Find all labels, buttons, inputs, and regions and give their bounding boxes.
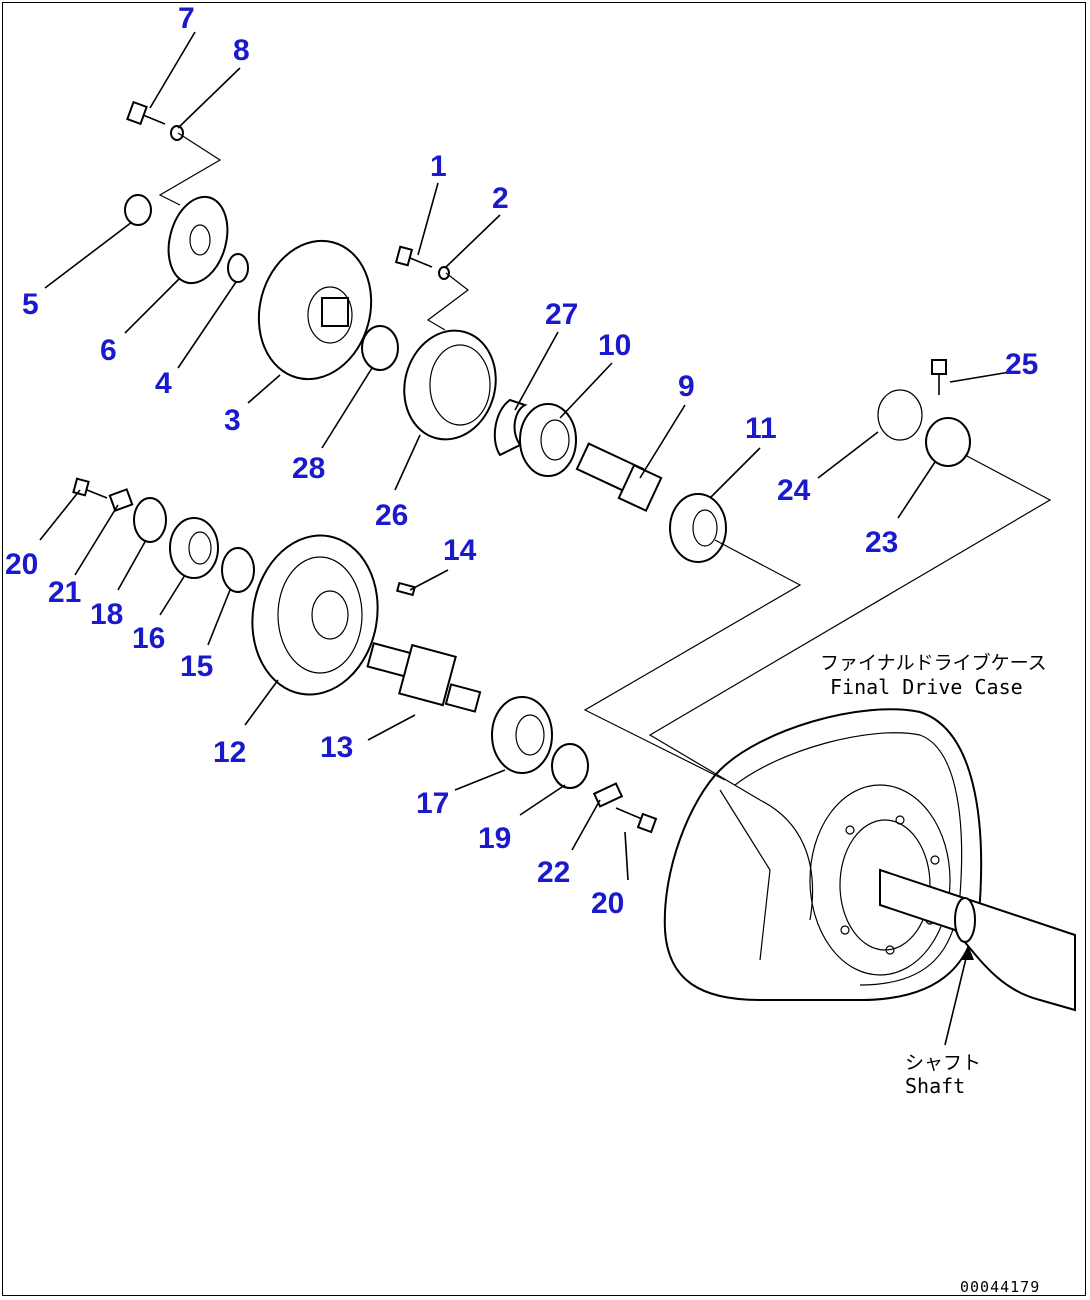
label-shaft-en: Shaft [905,1074,965,1098]
callout-6: 6 [100,334,117,367]
part-26-cage [403,329,497,441]
callout-4: 4 [155,367,172,400]
label-shaft-jp: シャフト [905,1052,981,1074]
part-18-plate [133,497,167,543]
part-8-washer [170,125,184,141]
callout-21: 21 [48,576,81,609]
callout-12: 12 [213,736,246,769]
part-3-cover [257,239,373,381]
drawing-code: 00044179 [960,1278,1040,1296]
part-19-plate [551,743,589,789]
assembly-lines [158,132,1052,801]
label-final-drive-case-jp: ファイナルドライブケース [820,651,1047,674]
part-15-washer [221,547,255,593]
callout-7: 7 [178,2,195,35]
part-27-ring [493,398,528,457]
callout-23: 23 [865,526,898,559]
part-10-bearing [519,403,577,477]
callout-17: 17 [416,787,449,820]
callout-25: 25 [1005,348,1038,381]
callout-28: 28 [292,452,325,485]
part-23-nut [925,417,971,467]
callout-5: 5 [22,288,39,321]
part-7-bolt [126,100,166,126]
part-25-bolt [931,359,947,395]
callout-8: 8 [233,34,250,67]
callout-14: 14 [443,534,477,567]
callout-10: 10 [598,329,631,362]
part-12-gear [251,534,379,696]
callout-19: 19 [478,822,511,855]
shaft [879,868,1076,1012]
part-14-key [396,581,416,597]
callout-3: 3 [224,404,241,437]
final-drive-case [663,708,983,1001]
callout-20-lower: 20 [591,887,624,920]
part-24-snap-ring [877,389,923,441]
part-13-pinion [366,642,482,713]
callout-9: 9 [678,370,695,403]
callout-22: 22 [537,856,570,889]
callout-1: 1 [430,150,447,183]
part-11-bearing [669,493,727,563]
part-5-nut [124,194,152,226]
callout-27: 27 [545,298,578,331]
callout-16: 16 [132,622,165,655]
part-20-bolt-lower [615,807,658,834]
part-16-bearing [169,517,219,579]
part-28-bearing [361,325,399,371]
part-4-washer [227,253,249,283]
callout-20-upper: 20 [5,548,38,581]
part-22-lock-plate [592,782,624,808]
callout-26: 26 [375,499,408,532]
label-final-drive-case-en: Final Drive Case [830,675,1023,699]
callout-24: 24 [777,474,811,507]
callout-13: 13 [320,731,353,764]
part-21-lock-plate [108,488,134,512]
leader-lines [39,31,1011,1046]
callout-numbers: 7 8 1 2 5 6 4 3 27 10 9 11 25 28 26 24 2… [5,2,1038,920]
part-2-washer [438,266,450,280]
callout-15: 15 [180,650,213,683]
part-17-bearing [491,696,553,774]
part-1-bolt [394,245,433,268]
part-20-bolt-upper [72,477,108,499]
part-6-plate [167,195,229,285]
callout-11: 11 [745,412,777,445]
callout-2: 2 [492,182,509,215]
callout-18: 18 [90,598,123,631]
part-9-pinion [575,442,663,512]
